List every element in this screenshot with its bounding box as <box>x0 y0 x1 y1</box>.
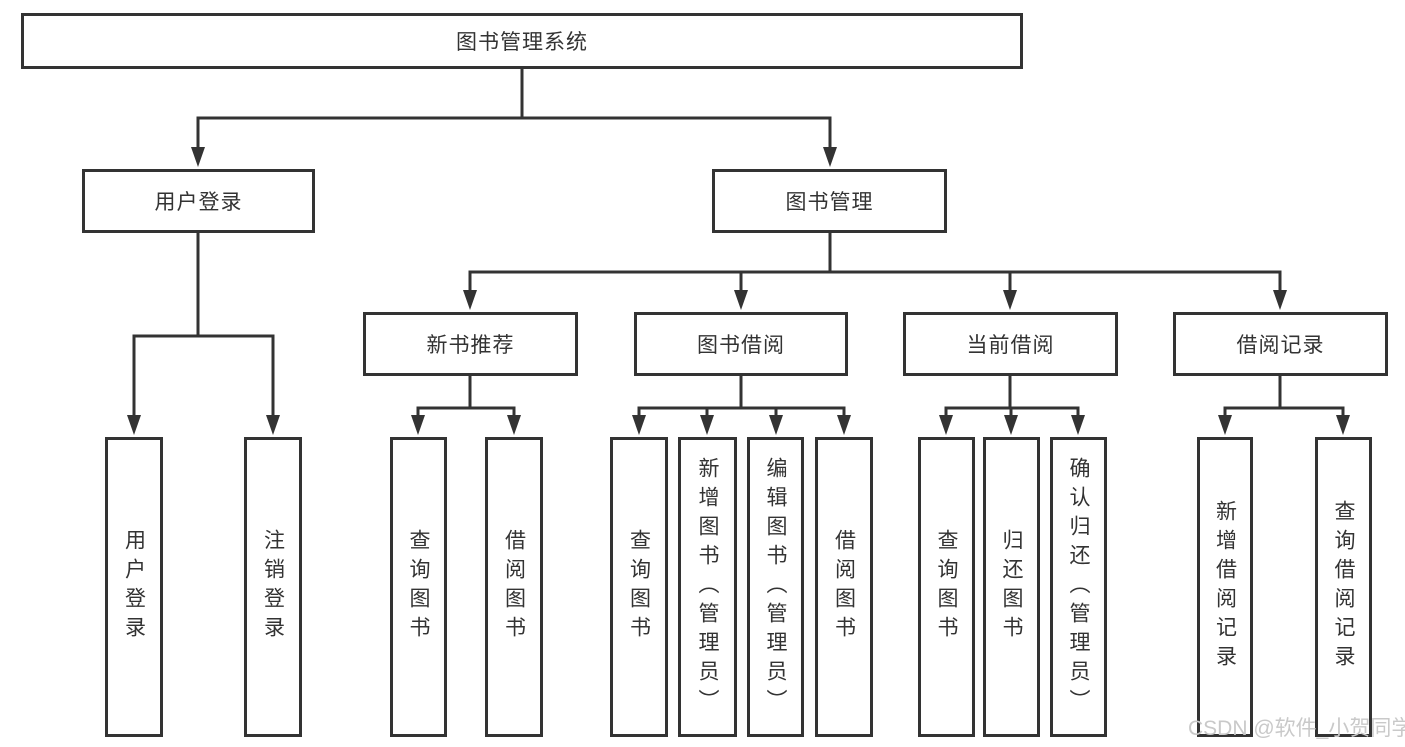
node-book-management: 图书管理 <box>712 169 947 233</box>
leaf-query-books-current: 查询图书 <box>918 437 975 737</box>
node-user-login: 用户登录 <box>82 169 315 233</box>
leaf-query-books-recommend: 查询图书 <box>390 437 447 737</box>
leaf-query-borrow-record: 查询借阅记录 <box>1315 437 1372 737</box>
node-new-book-recommend: 新书推荐 <box>363 312 578 376</box>
node-current-borrow: 当前借阅 <box>903 312 1118 376</box>
leaf-confirm-return-admin: 确认归还（管理员） <box>1050 437 1107 737</box>
leaf-query-books-borrow: 查询图书 <box>610 437 668 737</box>
leaf-borrow-books-recommend: 借阅图书 <box>485 437 543 737</box>
leaf-edit-books-admin: 编辑图书（管理员） <box>747 437 804 737</box>
node-borrow-records: 借阅记录 <box>1173 312 1388 376</box>
leaf-user-login: 用户登录 <box>105 437 163 737</box>
csdn-watermark: CSDN @软件_小贺同学 <box>1188 717 1405 740</box>
leaf-logout: 注销登录 <box>244 437 302 737</box>
leaf-add-borrow-record: 新增借阅记录 <box>1197 437 1253 737</box>
leaf-return-books: 归还图书 <box>983 437 1040 737</box>
leaf-borrow-books: 借阅图书 <box>815 437 873 737</box>
leaf-add-books-admin: 新增图书（管理员） <box>678 437 737 737</box>
node-library-management-system: 图书管理系统 <box>21 13 1023 69</box>
node-book-borrow: 图书借阅 <box>634 312 848 376</box>
